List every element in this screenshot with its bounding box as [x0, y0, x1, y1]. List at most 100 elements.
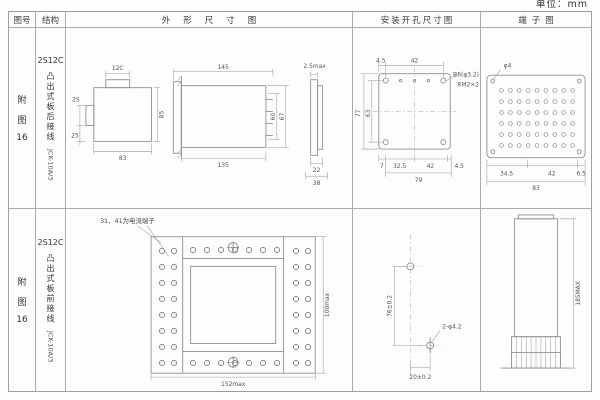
dim-38: 38 — [313, 180, 321, 187]
terminal-cell-row2: 185MAX — [481, 209, 591, 391]
relay-front-view — [85, 79, 152, 142]
terminal-plate — [486, 74, 586, 159]
fig-number: 16 — [16, 133, 28, 143]
unit-label: 单位：mm — [535, 0, 588, 10]
dim-22: 22 — [313, 167, 321, 174]
dim-2-5max: 2.5max — [303, 63, 326, 70]
outline-drawing-front-wiring: 31、41为电流端子 152max 100max — [100, 216, 331, 388]
dim-42-top: 42 — [411, 58, 419, 65]
dim-77: 77 — [355, 109, 362, 117]
terminal-cell-row1: φ4 34.5 42 6.5 83 — [481, 28, 591, 209]
dim-4-5-top: 4.5 — [376, 58, 386, 65]
structure-cell-row2: 2S12C 凸出式板前接线 JCK-10A/3 — [36, 209, 66, 391]
outline-cell-row1: 12C 2S 25 83 85 — [66, 28, 353, 209]
height-dim-lines — [559, 218, 577, 369]
mounting-dim-lines — [360, 61, 457, 177]
dim-25: 25 — [71, 132, 79, 139]
model-label: 2S12C — [37, 237, 64, 247]
dim-34-5: 34.5 — [500, 171, 513, 177]
model-code: JCK-10A/3 — [46, 330, 55, 363]
dim-100max: 100max — [324, 292, 331, 317]
header-mounting-label: 安装开孔尺寸图 — [380, 15, 455, 26]
dim-79: 79 — [415, 177, 423, 184]
header-terminal: 端子图 — [481, 12, 591, 28]
structure-desc: 凸出式板前接线 — [46, 253, 55, 324]
left-terminal-strip — [156, 243, 180, 371]
mounting-holes — [406, 262, 435, 354]
terminal-diagram-front: 185MAX — [500, 214, 582, 369]
fig-char: 图 — [17, 298, 27, 308]
outline-dim-lines — [150, 236, 327, 381]
mounting-dim-lines — [392, 266, 441, 372]
dim-63: 63 — [365, 109, 372, 117]
dim-60: 60 — [270, 113, 277, 121]
dim-135: 135 — [217, 162, 229, 169]
dim-85: 85 — [158, 111, 165, 119]
header-outline-label: 外形尺寸图 — [161, 15, 270, 26]
dim-42-bottom: 42 — [427, 163, 435, 170]
fig-no: 附 图 16 — [16, 93, 27, 143]
current-terminal-note: 31、41为电流端子 — [100, 216, 155, 225]
panel-hatch — [177, 76, 182, 159]
relay-edge-view — [310, 79, 324, 156]
mounting-cell-row1: 4.5 42 B6(φ3.2) RM2×2 77 63 7 32.5 42 4.… — [353, 28, 481, 209]
header-terminal-label: 端子图 — [518, 15, 559, 26]
outline-drawing-rear-wiring: 12C 2S 25 83 85 — [71, 63, 328, 187]
note-b6: B6(φ3.2) — [453, 72, 479, 79]
dim-2s: 2S — [72, 97, 80, 104]
dim-7: 7 — [380, 163, 384, 170]
side-view-dim-lines — [173, 68, 289, 162]
note-rm2: RM2×2 — [457, 82, 479, 89]
terminal-dim-lines — [486, 69, 586, 186]
bottom-terminal-row — [186, 355, 284, 371]
mounting-hole-drawing-front: 76±0.2 2-φ4.2 20±0.2 — [387, 234, 462, 381]
dim-83: 83 — [532, 186, 540, 192]
fig-char: 附 — [17, 96, 27, 106]
dim-32-5: 32.5 — [393, 163, 406, 170]
header-structure: 结构 — [36, 12, 66, 28]
dim-76: 76±0.2 — [387, 295, 394, 317]
dim-6-5: 6.5 — [577, 171, 587, 177]
terminal-ribs — [516, 336, 556, 369]
terminal-holes-grid — [497, 85, 577, 151]
dim-4-5-bottom: 4.5 — [454, 163, 464, 170]
dim-83: 83 — [119, 155, 127, 162]
centerlines — [398, 234, 443, 378]
header-fig-no: 图号 — [9, 12, 36, 28]
terminal-diagram-rear: φ4 34.5 42 6.5 83 — [486, 63, 587, 192]
note-leaders — [137, 225, 170, 257]
dim-67: 67 — [279, 113, 286, 121]
header-fig-no-label: 图号 — [13, 15, 31, 26]
dim-12c: 12C — [112, 65, 124, 72]
dim-2-phi4-2: 2-φ4.2 — [442, 324, 461, 331]
model-code: JCK-10A/3 — [46, 148, 55, 181]
centerlines — [372, 67, 457, 155]
fig-no-cell-row2: 附 图 16 — [9, 209, 36, 391]
fig-char: 附 — [17, 278, 27, 288]
dim-phi4: φ4 — [504, 63, 512, 69]
front-view-dim-lines — [76, 70, 161, 155]
edge-view-dim-lines — [305, 71, 328, 180]
header-mounting: 安装开孔尺寸图 — [353, 12, 481, 28]
mounting-cell-row2: 76±0.2 2-φ4.2 20±0.2 — [353, 209, 481, 391]
relay-front-view — [150, 236, 316, 374]
outline-cell-row2: 31、41为电流端子 152max 100max — [66, 209, 353, 391]
model-label: 2S12C — [37, 55, 64, 65]
right-terminal-strip — [290, 243, 314, 371]
structure-desc: 凸出式板后接线 — [46, 71, 55, 142]
structure-cell-row1: 2S12C 凸出式板后接线 JCK-10A/3 — [36, 28, 66, 209]
dim-152max: 152max — [221, 381, 246, 388]
dim-20: 20±0.2 — [409, 374, 431, 381]
mounting-hole-drawing-rear: 4.5 42 B6(φ3.2) RM2×2 77 63 7 32.5 42 4.… — [355, 58, 479, 184]
top-terminal-row — [186, 242, 284, 258]
relay-side-view — [172, 75, 273, 160]
header-structure-label: 结构 — [41, 15, 59, 26]
fig-no: 附 图 16 — [16, 275, 27, 325]
drawing-table: 图号 结构 外形尺寸图 安装开孔尺寸图 端子图 附 图 16 2S12C 凸出式… — [8, 11, 592, 392]
fig-no-cell-row1: 附 图 16 — [9, 28, 36, 209]
dim-42: 42 — [548, 171, 556, 177]
dim-185max: 185MAX — [576, 281, 582, 305]
fig-number: 16 — [16, 315, 28, 325]
fig-char: 图 — [17, 116, 27, 126]
